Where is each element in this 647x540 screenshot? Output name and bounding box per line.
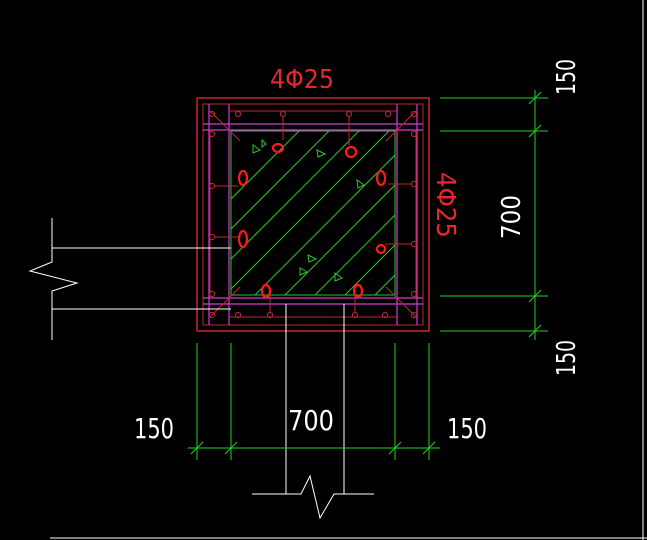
- dim-bottom-right: 150: [447, 412, 487, 445]
- dim-bottom-left: 150: [134, 412, 174, 445]
- dimension-chain-right: [440, 90, 548, 340]
- rebar-circles: [237, 142, 387, 299]
- dim-right-middle: 700: [497, 195, 527, 239]
- column-outline-outer: [196, 97, 430, 332]
- batten-plates: [209, 110, 417, 318]
- bottom-beam-break: [252, 304, 374, 520]
- column-core-hatch: [230, 130, 396, 296]
- dim-right-bottom: 150: [552, 340, 582, 376]
- bolt-ticks: [215, 117, 411, 312]
- dim-right-top: 150: [552, 59, 582, 95]
- left-beam-break: [28, 218, 231, 340]
- steel-jacket: [203, 104, 423, 325]
- column-outline-inner: [202, 103, 424, 326]
- dim-bottom-middle: 700: [288, 404, 334, 437]
- anchor-bolt-holes: [208, 110, 418, 319]
- top-rebar-label: 4Φ25: [270, 65, 334, 95]
- right-rebar-label: 4Φ25: [430, 172, 460, 238]
- dimension-chain-bottom: [188, 343, 440, 460]
